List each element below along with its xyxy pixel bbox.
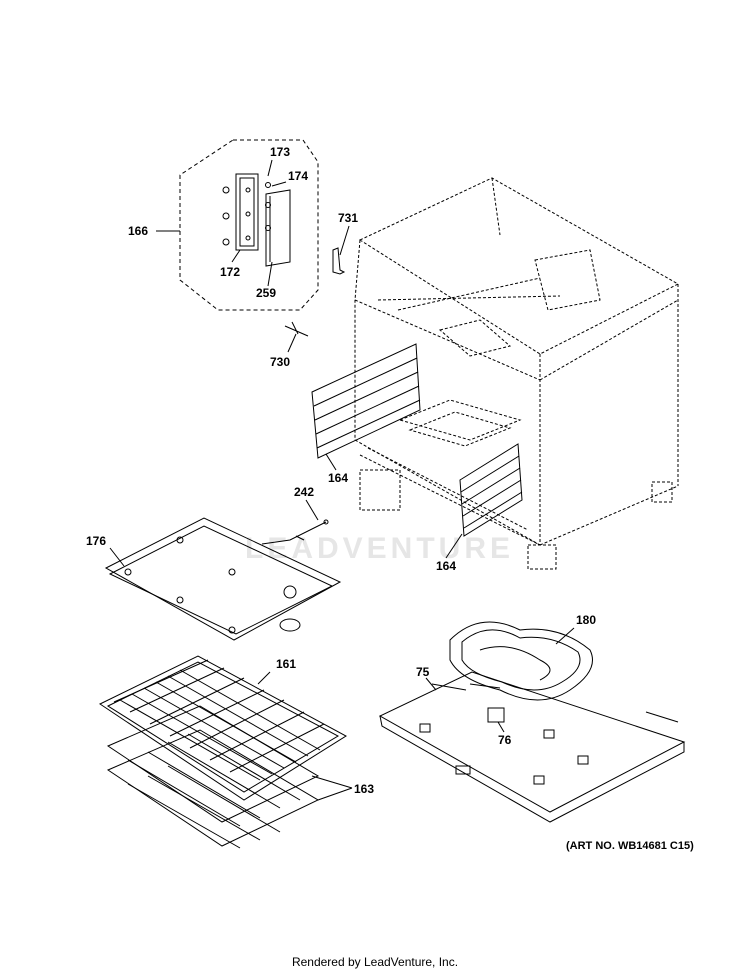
terminal-block-76 — [487, 707, 505, 723]
part-label-173: 173 — [270, 145, 290, 159]
part-label-180: 180 — [576, 613, 596, 627]
side-rack-right — [459, 443, 523, 537]
part-label-731: 731 — [338, 211, 358, 225]
part-label-164-left: 164 — [328, 471, 348, 485]
oven-bottom-panel — [104, 517, 342, 641]
part-label-172: 172 — [220, 265, 240, 279]
screws — [222, 182, 271, 246]
part-242 — [261, 521, 327, 545]
art-number: (ART NO. WB14681 C15) — [566, 840, 694, 852]
oven-racks-163 — [106, 705, 320, 849]
footer-credit: Rendered by LeadVenture, Inc. — [291, 955, 459, 969]
part-label-166: 166 — [128, 224, 148, 238]
part-label-176: 176 — [86, 534, 106, 548]
pan-tabs — [419, 723, 589, 785]
oven-cavity — [354, 177, 680, 570]
part-label-163: 163 — [354, 782, 374, 796]
hinge-cover — [265, 189, 291, 267]
part-label-161: 161 — [276, 657, 296, 671]
part-label-174: 174 — [288, 169, 308, 183]
bracket-731 — [332, 247, 346, 275]
wires-75 — [431, 683, 501, 691]
part-label-76: 76 — [498, 733, 512, 747]
hinge-bracket — [235, 173, 259, 251]
part-label-242: 242 — [294, 485, 314, 499]
part-label-164-right: 164 — [436, 559, 456, 573]
part-label-730: 730 — [270, 355, 290, 369]
bottom-heater-pan — [378, 671, 686, 813]
panel-holes — [124, 536, 297, 634]
part-label-75: 75 — [416, 665, 430, 679]
part-label-259: 259 — [256, 286, 276, 300]
side-rack-left — [311, 343, 421, 459]
callout-group-166 — [179, 139, 319, 311]
pin-730 — [284, 321, 309, 337]
oven-rack-161 — [98, 655, 347, 801]
